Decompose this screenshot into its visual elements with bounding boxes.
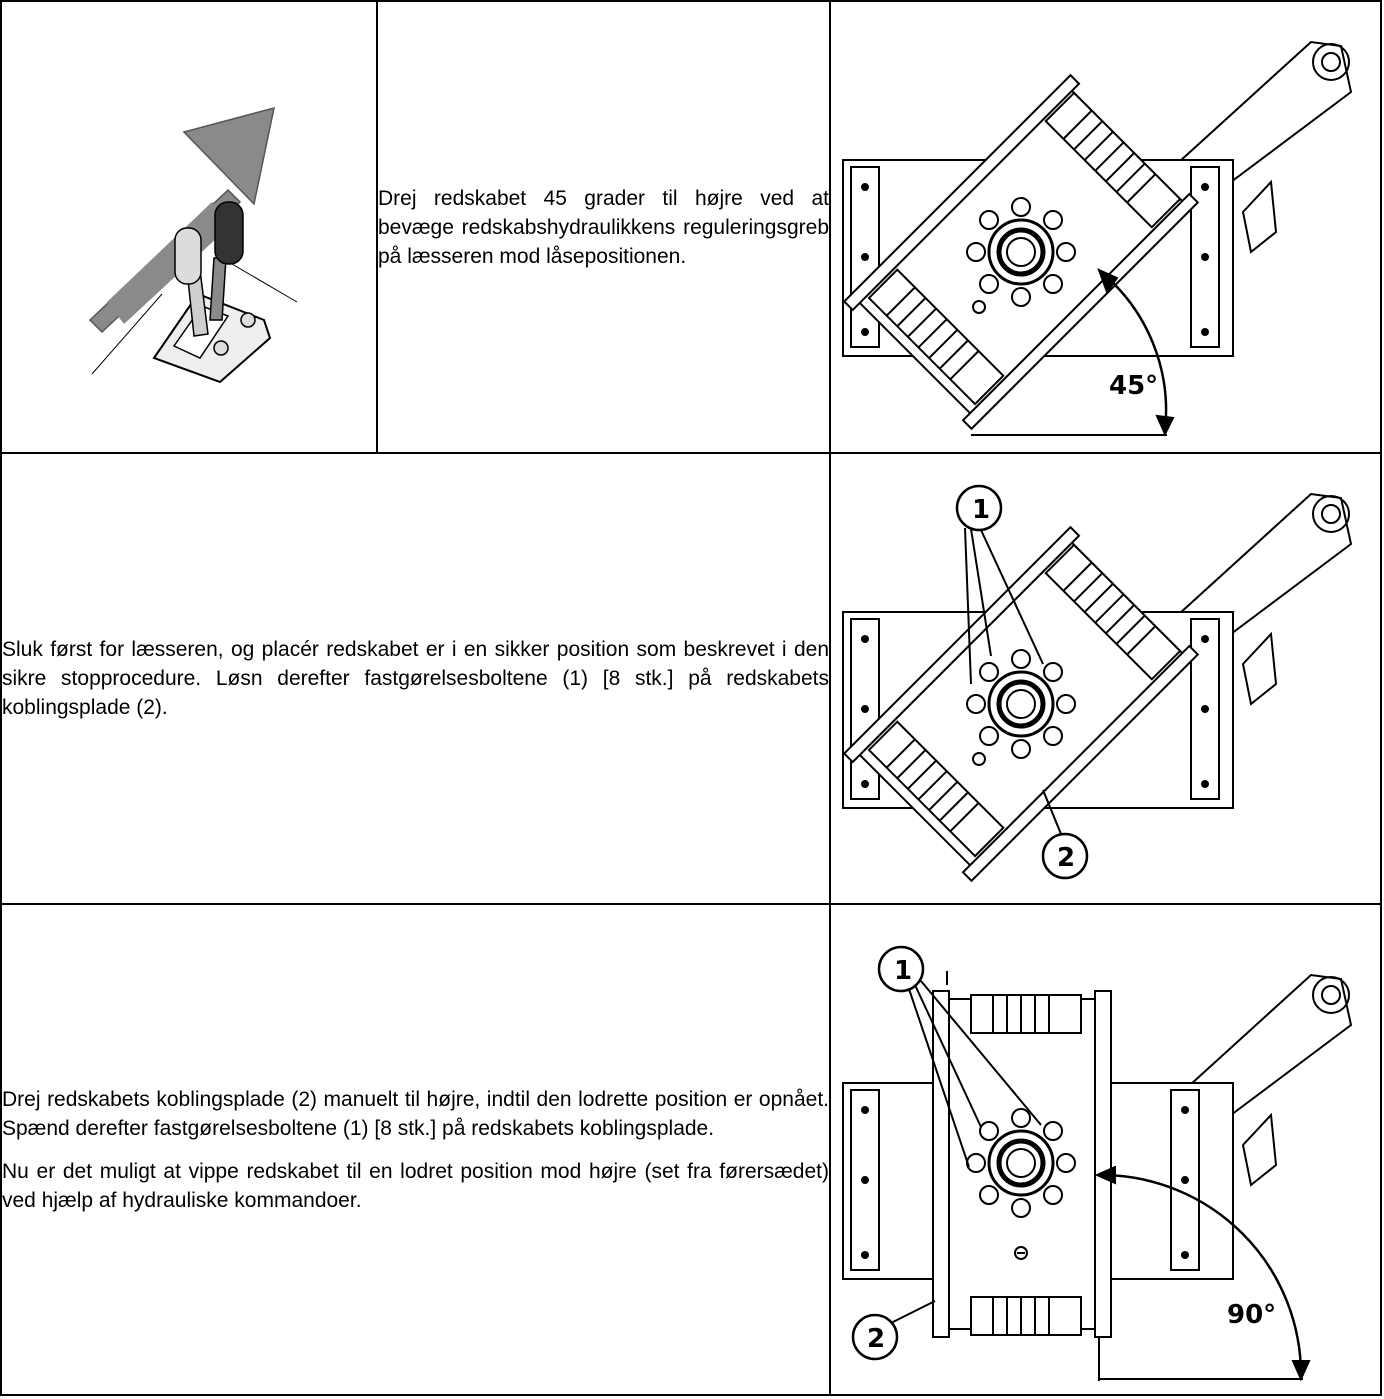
step-row-3: Drej redskabets koblingsplade (2) manuel…	[0, 903, 1382, 1396]
callout-1: 1	[972, 495, 990, 525]
joystick-lever-icon	[152, 201, 272, 384]
step-row-2: Sluk først for læsseren, og placér redsk…	[0, 452, 1382, 905]
step-3-paragraph-1: Drej redskabets koblingsplade (2) manuel…	[2, 1087, 829, 1140]
step-row-1: Drej redskabet 45 grader til højre ved a…	[0, 0, 1382, 454]
step-2-paragraph: Sluk først for læsseren, og placér redsk…	[2, 638, 829, 719]
step-2-text: Sluk først for læsseren, og placér redsk…	[0, 452, 831, 905]
step-3-text: Drej redskabets koblingsplade (2) manuel…	[0, 903, 831, 1396]
callout-2: 2	[1057, 843, 1075, 873]
angle-45-label: 45°	[1109, 371, 1158, 401]
bolts-figure-cell: 1 2	[829, 452, 1382, 905]
arrow-up-right-icon	[88, 106, 275, 334]
bolts-drawing: 1 2	[842, 484, 1353, 883]
step-1-text: Drej redskabet 45 grader til højre ved a…	[376, 0, 831, 454]
rotation-90-figure-cell: 1 2 90°	[829, 903, 1382, 1396]
rotation-90-drawing: 1 2 90°	[842, 945, 1353, 1382]
angle-90-label: 90°	[1227, 1300, 1276, 1330]
callout-2: 2	[867, 1324, 885, 1354]
rotation-45-drawing: 45°	[842, 40, 1353, 437]
lever-figure-cell	[0, 0, 378, 454]
lever-illustration	[88, 106, 298, 384]
callout-1: 1	[894, 956, 912, 986]
rotation-45-figure-cell: 45°	[829, 0, 1382, 454]
step-3-paragraph-2: Nu er det muligt at vippe redskabet til …	[2, 1159, 829, 1212]
step-1-paragraph: Drej redskabet 45 grader til højre ved a…	[378, 186, 829, 268]
